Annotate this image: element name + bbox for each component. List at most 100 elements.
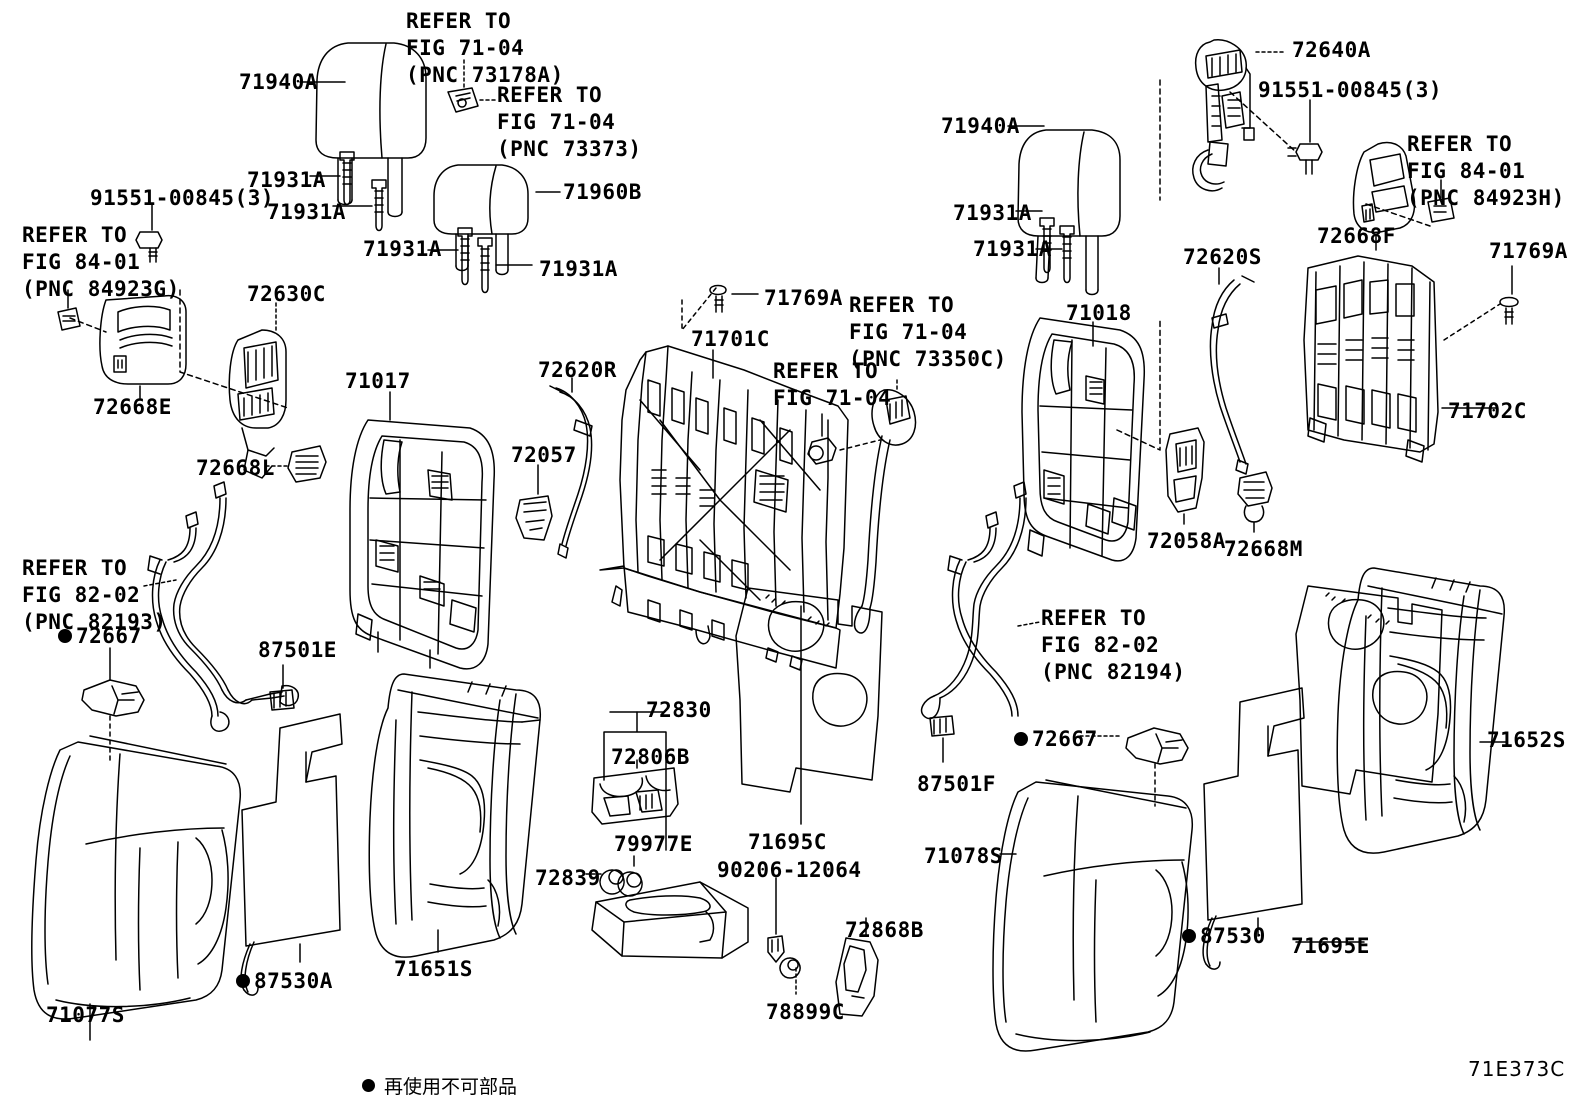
non-reusable-bullet-icon [1014, 732, 1028, 746]
part-label-79977E: 79977E [614, 832, 693, 856]
part-label-72630C: 72630C [247, 282, 326, 306]
part-label-72640A: 72640A [1292, 38, 1371, 62]
part-71695E-rear-board-right [1295, 585, 1443, 795]
part-label-91551-right: 91551-00845(3) [1258, 78, 1443, 102]
nonreusable-part-label-87530: 87530 [1182, 924, 1266, 949]
nonreusable-part-label-72667-right: 72667 [1014, 727, 1098, 752]
part-label-71940A-left: 71940A [239, 70, 318, 94]
part-label-ref-84923H: REFER TO FIG 84-01 (PNC 84923H) [1407, 132, 1565, 210]
part-71652S-seatback-pad-right [1336, 567, 1506, 854]
part-label-71695E: 71695E [1291, 934, 1370, 958]
part-71077S-seat-cover [31, 735, 242, 1020]
part-label-72868B: 72868B [845, 918, 924, 942]
part-72830-armrest [591, 881, 749, 959]
nonreusable-part-number: 72667 [1032, 727, 1098, 751]
part-72839-washer [599, 869, 625, 895]
non-reusable-bullet-icon [58, 629, 72, 643]
part-label-72839: 72839 [535, 866, 601, 890]
part-71018-frame-right [1021, 317, 1146, 562]
part-label-90206-12064: 90206-12064 [717, 858, 862, 882]
part-72667-hook-right [1125, 727, 1189, 765]
part-72806B-cup-holder [591, 767, 679, 825]
part-label-71931A-a: 71931A [247, 168, 326, 192]
part-label-71931A-e: 71931A [953, 201, 1032, 225]
part-72058A-bracket [1165, 427, 1205, 513]
part-label-71931A-c: 71931A [363, 237, 442, 261]
part-72868B-bracket [835, 937, 879, 1017]
part-label-71077S: 71077S [46, 1003, 125, 1027]
part-72668M-clip [1237, 471, 1273, 523]
part-87530-heater-pad-right [1202, 687, 1305, 970]
nonreusable-part-number: 72667 [76, 624, 142, 648]
legend-bullet-icon [362, 1079, 375, 1092]
part-71931A-pins-center [457, 227, 493, 294]
part-label-ref-82194: REFER TO FIG 82-02 (PNC 82194) [1041, 606, 1186, 684]
part-label-72806B: 72806B [611, 745, 690, 769]
part-82194-wire-harness [920, 481, 1027, 720]
part-label-71931A-d: 71931A [539, 257, 618, 281]
part-label-72668L: 72668L [196, 456, 275, 480]
part-71078S-seat-cover-right [992, 779, 1194, 1052]
part-label-71652S: 71652S [1487, 728, 1566, 752]
part-label-71940A-right: 71940A [941, 114, 1020, 138]
part-72640A-lever [1192, 39, 1255, 192]
part-label-71769A-mid: 71769A [764, 286, 843, 310]
part-72667-hook-left [81, 679, 145, 717]
part-label-72830: 72830 [646, 698, 712, 722]
part-label-72620R: 72620R [538, 358, 617, 382]
part-71769A-screw-right [1499, 296, 1519, 325]
part-label-71018: 71018 [1066, 301, 1132, 325]
part-label-72668E: 72668E [93, 395, 172, 419]
part-label-72620S: 72620S [1183, 245, 1262, 269]
part-label-71702C: 71702C [1448, 399, 1527, 423]
part-72668L-clip [287, 445, 327, 483]
part-label-71931A-f: 71931A [973, 237, 1052, 261]
non-reusable-bullet-icon [236, 974, 250, 988]
part-71017-seat-back-frame [349, 419, 496, 670]
part-71769A-screw-center [709, 284, 727, 313]
part-label-ref-82193: REFER TO FIG 82-02 (PNC 82193) [22, 556, 167, 634]
part-87530A-heater-pad [240, 713, 343, 996]
part-84923G-connector [57, 307, 81, 331]
part-7104-nut [807, 437, 837, 465]
nonreusable-part-label-87530A: 87530A [236, 969, 333, 994]
figure-code: 71E373C [1468, 1057, 1566, 1081]
part-73373-clip [447, 87, 479, 113]
part-71702C-seatback-board-right [1303, 255, 1439, 463]
nonreusable-part-number: 87530A [254, 969, 333, 993]
part-71931A-pins-right [1039, 217, 1075, 284]
non-reusable-bullet-icon [1182, 929, 1196, 943]
part-label-71701C: 71701C [691, 327, 770, 351]
part-72668E-cover [99, 294, 187, 385]
part-78899C-grommet [779, 957, 801, 979]
part-71695C-rear-board [735, 587, 883, 793]
part-71940A-right-headrest [1017, 129, 1121, 296]
part-label-71931A-b: 71931A [267, 200, 346, 224]
part-72620S-cable [1209, 275, 1255, 475]
part-label-71017: 71017 [345, 369, 411, 393]
part-label-ref-84923G: REFER TO FIG 84-01 (PNC 84923G) [22, 223, 180, 301]
nonreusable-part-number: 87530 [1200, 924, 1266, 948]
part-label-71078S: 71078S [924, 844, 1003, 868]
part-71931A-pins-left [339, 151, 387, 232]
part-label-71769A-right: 71769A [1489, 239, 1568, 263]
part-label-ref-73178a: REFER TO FIG 71-04 (PNC 73178A) [406, 9, 564, 87]
part-label-71695C: 71695C [748, 830, 827, 854]
part-label-72058A: 72058A [1147, 529, 1226, 553]
part-84923H-connector [1427, 197, 1455, 223]
part-72620R-cable [549, 385, 593, 559]
part-71960B-headrest [433, 164, 529, 276]
part-label-87501F: 87501F [917, 772, 996, 796]
part-label-78899C: 78899C [766, 1000, 845, 1024]
nonreusable-part-label-72667-left: 72667 [58, 624, 142, 649]
part-label-91551-left: 91551-00845(3) [90, 186, 275, 210]
part-label-72668M: 72668M [1224, 537, 1303, 561]
part-label-71651S: 71651S [394, 957, 473, 981]
part-72057-bracket [515, 495, 553, 541]
part-label-ref-73350C: REFER TO FIG 71-04 (PNC 73350C) [849, 293, 1007, 371]
part-90206-12064-clip [767, 935, 785, 963]
part-73350C-hinge [853, 389, 917, 634]
part-72630C-latch [228, 329, 287, 479]
legend-japanese: 再使用不可部品 [362, 1072, 555, 1099]
